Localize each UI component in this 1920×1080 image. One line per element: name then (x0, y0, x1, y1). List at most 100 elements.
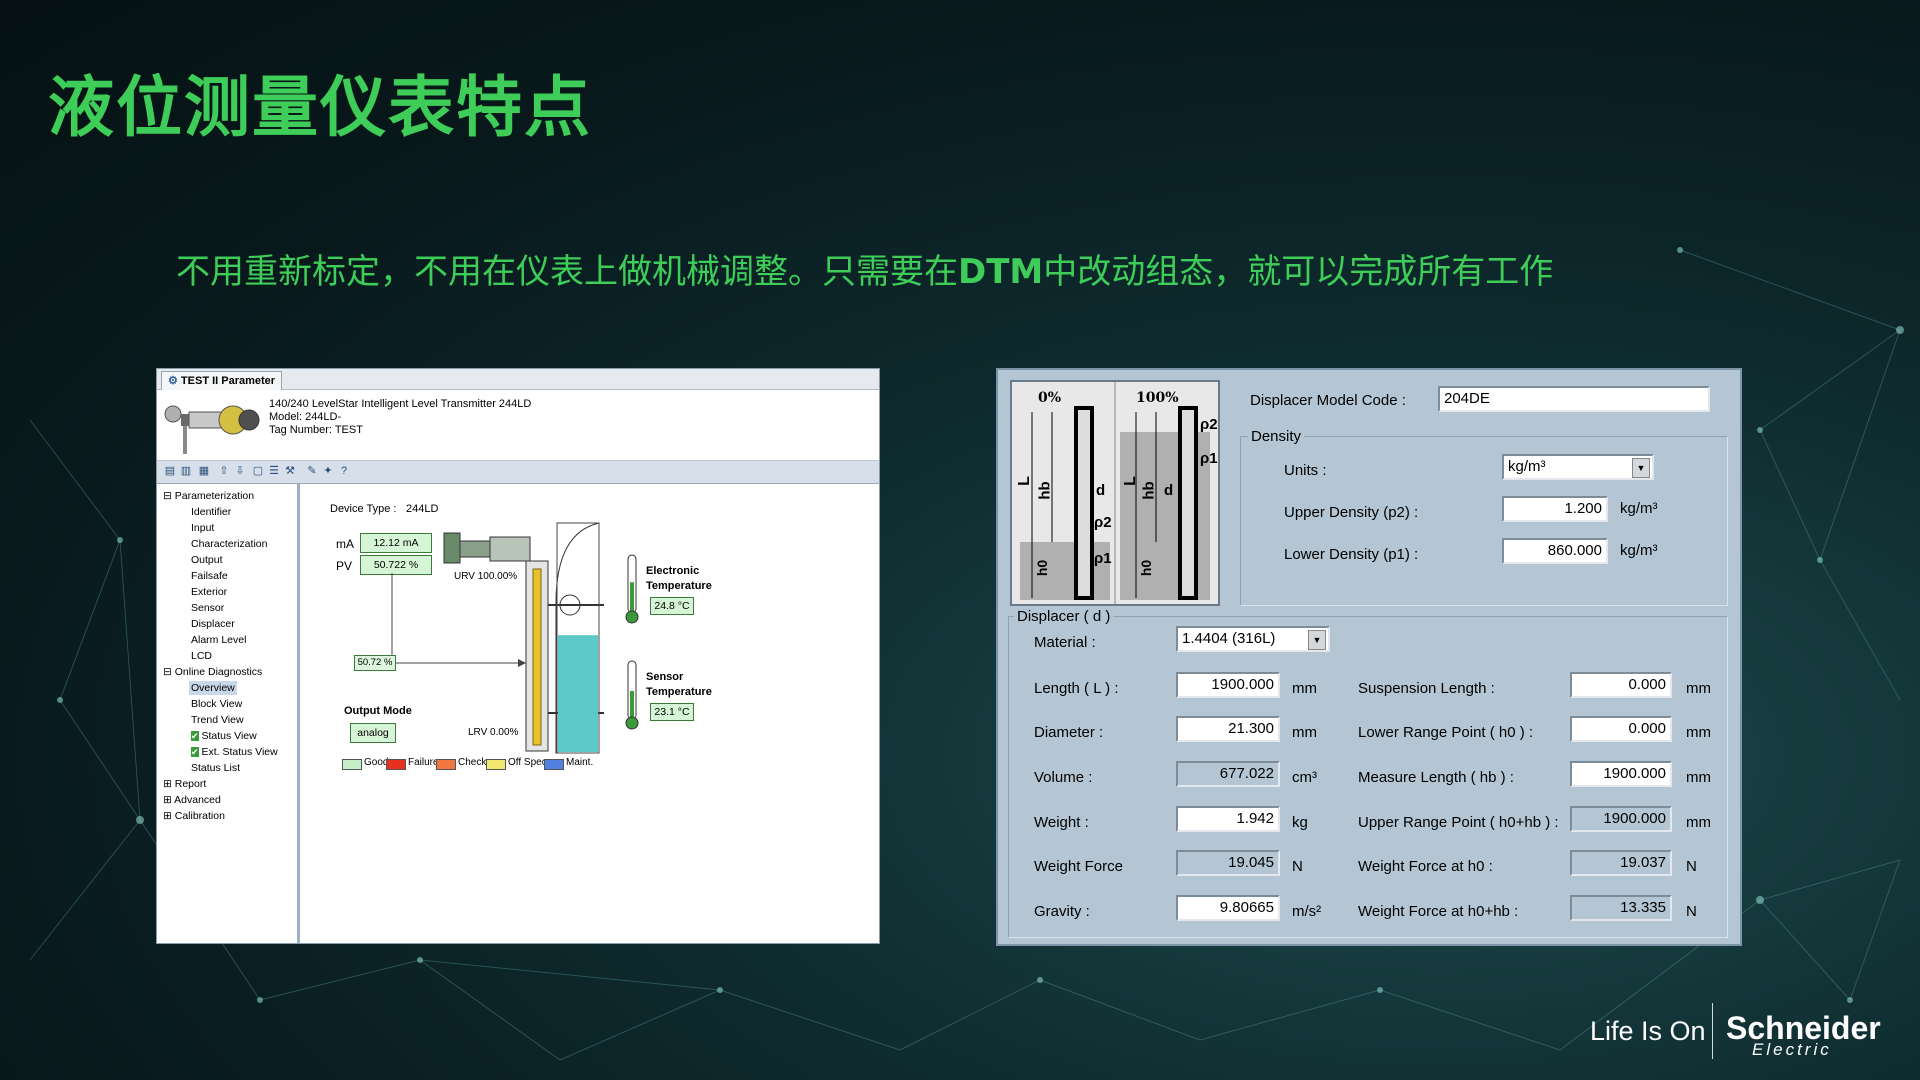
transmitter-image (164, 405, 260, 454)
tree-item-output[interactable]: Output (191, 554, 223, 566)
sensor-temp-label-2: Temperature (646, 686, 712, 698)
diagram-label-0: 0% (1038, 390, 1062, 406)
expand-icon[interactable]: ⊞ (163, 778, 172, 790)
tree-label: Parameterization (174, 490, 255, 502)
upload-icon[interactable]: ⇧ (219, 465, 229, 477)
suspension-length-input[interactable]: 0.000 (1570, 672, 1672, 698)
weight-unit: kg (1292, 814, 1308, 831)
tree-calibration[interactable]: ⊞ Calibration (163, 809, 225, 823)
device-header: 140/240 LevelStar Intelligent Level Tran… (157, 390, 879, 461)
weight-force-h0-unit: N (1686, 858, 1697, 875)
save-icon[interactable]: ▥ (180, 465, 192, 477)
legend-label-good: Good (364, 757, 389, 768)
tank-level-fill (558, 635, 598, 752)
displacer-model-input[interactable]: 204DE (1438, 386, 1710, 412)
question-icon[interactable]: ? (340, 465, 348, 477)
open-icon[interactable]: ▤ (164, 465, 176, 477)
tree-item-identifier[interactable]: Identifier (191, 506, 232, 518)
device-header-text: 140/240 LevelStar Intelligent Level Tran… (269, 398, 531, 437)
lower-range-point-input[interactable]: 0.000 (1570, 716, 1672, 742)
tools-icon[interactable]: ⚒ (285, 465, 295, 477)
tree-item-sensor[interactable]: Sensor (191, 602, 225, 614)
output-mode-label: Output Mode (344, 705, 412, 717)
expand-icon[interactable]: ⊞ (163, 810, 172, 822)
diameter-unit: mm (1292, 724, 1317, 741)
weight-force-h0hb-label: Weight Force at h0+hb : (1358, 903, 1519, 920)
material-select[interactable]: 1.4404 (316L) ▼ (1176, 626, 1330, 652)
gravity-unit: m/s² (1292, 903, 1322, 920)
legend-swatch-good (342, 759, 362, 770)
tree-item-failsafe[interactable]: Failsafe (191, 570, 228, 582)
tree-item-trend-view[interactable]: Trend View (191, 714, 244, 726)
tree-report[interactable]: ⊞ Report (163, 777, 206, 791)
measure-length-unit: mm (1686, 769, 1711, 786)
chevron-down-icon[interactable]: ▼ (1632, 458, 1650, 478)
tree-item-characterization[interactable]: Characterization (191, 538, 268, 550)
context-help-icon[interactable]: ✦ (323, 465, 333, 477)
check-icon: ✔ (191, 731, 199, 741)
tree-item-input[interactable]: Input (191, 522, 215, 534)
weight-input[interactable]: 1.942 (1176, 806, 1280, 832)
slide-subtitle: 不用重新标定，不用在仪表上做机械调整。只需要在DTM中改动组态，就可以完成所有工… (176, 244, 1553, 293)
lower-range-point-unit: mm (1686, 724, 1711, 741)
chevron-down-icon[interactable]: ▼ (1308, 630, 1326, 650)
help-icon[interactable]: ✎ (307, 465, 317, 477)
collapse-icon[interactable]: ⊟ (163, 490, 172, 502)
overview-panel: Device Type : 244LD mA 12.12 mA PV 50.72… (304, 483, 879, 943)
length-unit: mm (1292, 680, 1317, 697)
dtm-overview-window: ⚙ TEST II Parameter 140/240 LevelStar In… (156, 368, 880, 944)
compare-icon[interactable]: ▢ (252, 465, 264, 477)
upper-range-point-output: 1900.000 (1570, 806, 1672, 832)
tree-item-exterior[interactable]: Exterior (191, 586, 228, 598)
lower-density-unit: kg/m³ (1620, 542, 1658, 559)
output-mode-value: analog (350, 723, 396, 743)
tree-item-status-list[interactable]: Status List (191, 762, 241, 774)
list-icon[interactable]: ☰ (269, 465, 279, 477)
measure-length-input[interactable]: 1900.000 (1570, 761, 1672, 787)
window-tabbar: ⚙ TEST II Parameter (157, 369, 879, 390)
diagram-p2-left: ρ2 (1094, 514, 1112, 531)
electronic-temp-label-2: Temperature (646, 580, 712, 592)
units-select[interactable]: kg/m³▼ (1502, 454, 1654, 480)
expand-icon[interactable]: ⊞ (163, 794, 172, 806)
electronic-thermometer-fill (630, 582, 634, 613)
collapse-icon[interactable]: ⊟ (163, 666, 172, 678)
diameter-input[interactable]: 21.300 (1176, 716, 1280, 742)
gravity-input[interactable]: 9.80665 (1176, 895, 1280, 921)
displacer-model-label: Displacer Model Code : (1250, 392, 1406, 409)
tank-outline (556, 522, 600, 754)
tree-item-lcd[interactable]: LCD (191, 650, 213, 662)
diagram-p2-right: ρ2 (1200, 416, 1218, 433)
tree-item-alarm-level[interactable]: Alarm Level (191, 634, 247, 646)
tree-advanced[interactable]: ⊞ Advanced (163, 793, 221, 807)
volume-label: Volume : (1034, 769, 1093, 786)
material-select-value: 1.4404 (316L) (1182, 630, 1276, 647)
tree-parameterization[interactable]: ⊟ Parameterization (163, 489, 254, 503)
weight-force-label: Weight Force (1034, 858, 1123, 875)
displacer-diagram-svg (1020, 382, 1210, 604)
lower-density-input[interactable]: 860.000 (1502, 538, 1608, 564)
weight-force-unit: N (1292, 858, 1303, 875)
sensor-thermometer-bulb (625, 716, 639, 730)
lower-density-label: Lower Density (p1) : (1284, 546, 1419, 563)
device-model: Model: 244LD- (269, 411, 342, 423)
length-input[interactable]: 1900.000 (1176, 672, 1280, 698)
units-label: Units : (1284, 462, 1327, 479)
diagram-h0-right: h0 (1138, 559, 1155, 577)
tree-item-ext-status-view[interactable]: ✔ Ext. Status View (191, 745, 278, 759)
tree-item-displacer[interactable]: Displacer (191, 618, 235, 630)
tab-parameter[interactable]: ⚙ TEST II Parameter (161, 371, 283, 390)
print-icon[interactable]: ▦ (198, 465, 210, 477)
legend-swatch-offspec (486, 759, 506, 770)
diagram-label-100: 100% (1136, 390, 1179, 406)
length-label: Length ( L ) : (1034, 680, 1119, 697)
tree-item-overview[interactable]: Overview (189, 681, 237, 695)
upper-density-input[interactable]: 1.200 (1502, 496, 1608, 522)
diagram-hb-right: hb (1140, 481, 1158, 500)
download-icon[interactable]: ⇩ (235, 465, 245, 477)
tree-item-block-view[interactable]: Block View (191, 698, 243, 710)
legend-label-maint: Maint. (566, 757, 594, 768)
tree-item-status-view[interactable]: ✔ Status View (191, 729, 257, 743)
tree-online-diagnostics[interactable]: ⊟ Online Diagnostics (163, 665, 262, 679)
life-is-on-tagline: Life Is On (1590, 1016, 1706, 1046)
